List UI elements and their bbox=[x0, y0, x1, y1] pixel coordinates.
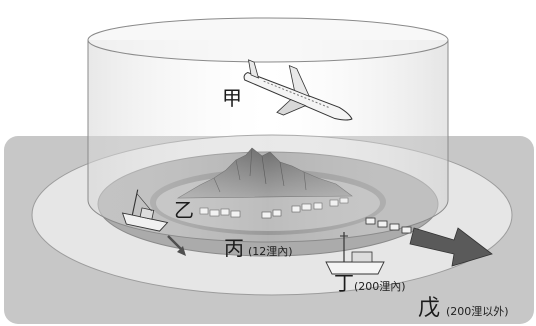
label-wu: 戊 bbox=[418, 296, 441, 321]
label-yi: 乙 bbox=[174, 198, 194, 222]
airspace-cylinder-top bbox=[87, 17, 449, 63]
label-wu-note: (200浬以外) bbox=[446, 305, 509, 318]
airplane-icon bbox=[243, 59, 353, 121]
label-ding: 丁 bbox=[334, 271, 354, 295]
label-ding-note: (200浬內) bbox=[354, 280, 406, 293]
airspace-cylinder-body bbox=[88, 40, 448, 242]
fishing-boat-left-icon bbox=[121, 189, 169, 232]
fishing-boat-right-icon bbox=[325, 232, 385, 275]
boat-course-markers bbox=[365, 217, 412, 234]
label-bing-note: (12浬內) bbox=[248, 245, 293, 258]
boat-left-wake bbox=[167, 235, 183, 251]
boat-left-wake-arrowhead bbox=[177, 246, 186, 256]
label-bing: 丙 bbox=[224, 236, 244, 260]
airspace-cylinder-bottom-edge bbox=[87, 199, 449, 243]
label-jia: 甲 bbox=[222, 86, 242, 110]
arrow-right-icon bbox=[409, 227, 493, 267]
